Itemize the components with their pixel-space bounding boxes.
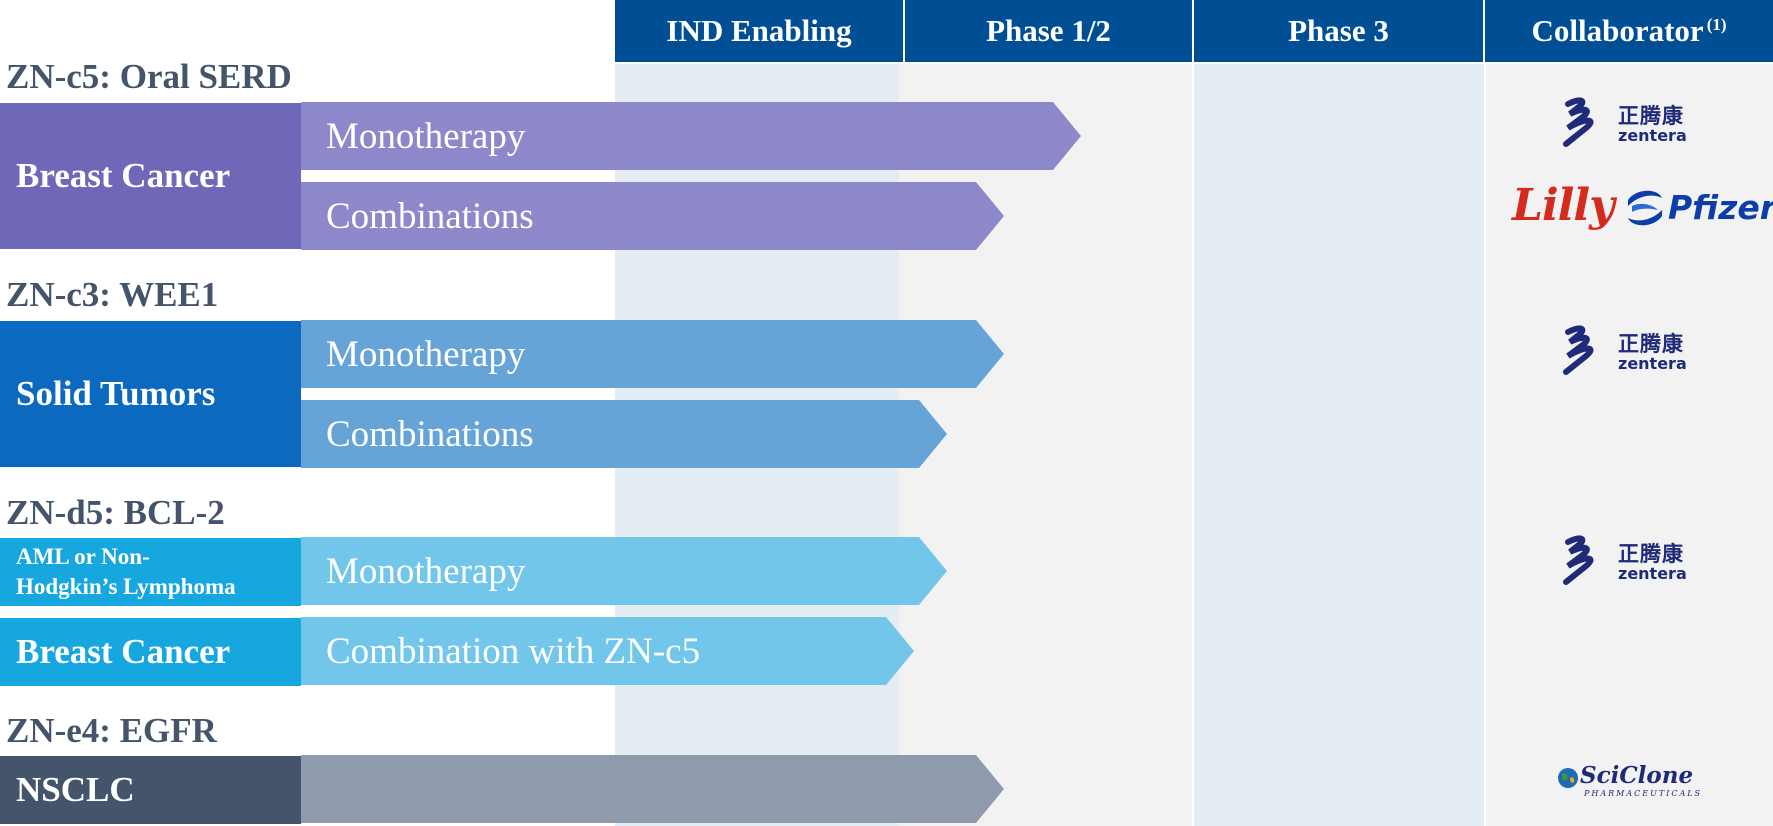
program-label: Combinations (326, 195, 534, 237)
indication-label: Solid Tumors (16, 374, 216, 413)
pfizer-helix-icon (1628, 190, 1662, 226)
program-label: Monotherapy (326, 550, 526, 592)
pfizer-logo: Pfizer (1624, 184, 1773, 238)
header-collaborator-label: Collaborator (1531, 13, 1704, 48)
zentera-logo: 正腾康 zentera (1562, 94, 1702, 150)
sciclone-logo: SciClone PHARMACEUTICALS (1554, 762, 1714, 802)
globe-icon (1558, 768, 1578, 788)
zentera-cn-text: 正腾康 (1618, 542, 1684, 566)
header-phase-1-2-label: Phase 1/2 (986, 13, 1111, 48)
indication-label-multiline: AML or Non- Hodgkin’s Lymphoma (16, 542, 236, 602)
program-arrow-znc5-monotherapy: Monotherapy (301, 102, 1081, 170)
indication-label: NSCLC (16, 770, 135, 809)
indication-label: Breast Cancer (16, 632, 231, 671)
header-phase-3-label: Phase 3 (1288, 13, 1389, 48)
zentera-logo: 正腾康 zentera (1562, 322, 1702, 378)
section-title-znd5: ZN-d5: BCL-2 (6, 493, 225, 532)
header-ind-enabling-label: IND Enabling (666, 13, 852, 48)
indication-breast-cancer-znd5: Breast Cancer (0, 618, 301, 686)
phase3-column-bg (1194, 64, 1484, 826)
zentera-en-text: zentera (1618, 564, 1687, 583)
collaborator-column-bg (1486, 64, 1773, 826)
program-label: Monotherapy (326, 115, 526, 157)
zentera-mark-icon (1563, 97, 1594, 147)
header-collaborator-footnote: (1) (1706, 15, 1727, 34)
program-label: Monotherapy (326, 333, 526, 375)
lilly-logo: Lilly (1512, 180, 1620, 238)
header-ind-enabling: IND Enabling (615, 0, 903, 62)
zentera-cn-text: 正腾康 (1618, 104, 1684, 128)
phase12-column-bg (899, 64, 1192, 826)
section-title-znc5: ZN-c5: Oral SERD (6, 57, 292, 96)
indication-aml-nhl: AML or Non- Hodgkin’s Lymphoma (0, 538, 301, 606)
zentera-mark-icon (1563, 535, 1594, 585)
program-arrow-znc3-monotherapy: Monotherapy (301, 320, 1004, 388)
header-collaborator: Collaborator(1) (1485, 0, 1773, 62)
lilly-text: Lilly (1512, 180, 1615, 231)
program-arrow-zne4 (301, 755, 1004, 823)
program-label: Combinations (326, 413, 534, 455)
zentera-cn-text: 正腾康 (1618, 332, 1684, 356)
program-arrow-znc3-combinations: Combinations (301, 400, 947, 468)
zentera-en-text: zentera (1618, 354, 1687, 373)
indication-label-line1: AML or Non- (16, 544, 150, 570)
indication-label-line2: Hodgkin’s Lymphoma (16, 574, 236, 599)
indication-label: Breast Cancer (16, 156, 231, 195)
pfizer-text: Pfizer (1668, 188, 1773, 227)
indication-solid-tumors: Solid Tumors (0, 321, 301, 467)
program-arrow-znd5-monotherapy: Monotherapy (301, 537, 947, 605)
program-arrow-znc5-combinations: Combinations (301, 182, 1004, 250)
sciclone-sub-text: PHARMACEUTICALS (1584, 789, 1703, 798)
zentera-logo: 正腾康 zentera (1562, 532, 1702, 588)
zentera-en-text: zentera (1618, 126, 1687, 145)
section-title-znc3: ZN-c3: WEE1 (6, 275, 219, 314)
program-arrow-znd5-combination: Combination with ZN-c5 (301, 617, 914, 685)
header-phase-3: Phase 3 (1194, 0, 1483, 62)
sciclone-text: SciClone (1580, 762, 1694, 789)
zentera-mark-icon (1563, 325, 1594, 375)
indication-nsclc: NSCLC (0, 756, 301, 824)
program-label: Combination with ZN-c5 (326, 630, 701, 672)
section-title-zne4: ZN-e4: EGFR (6, 711, 217, 750)
header-phase-1-2: Phase 1/2 (905, 0, 1192, 62)
indication-breast-cancer-znc5: Breast Cancer (0, 103, 301, 249)
